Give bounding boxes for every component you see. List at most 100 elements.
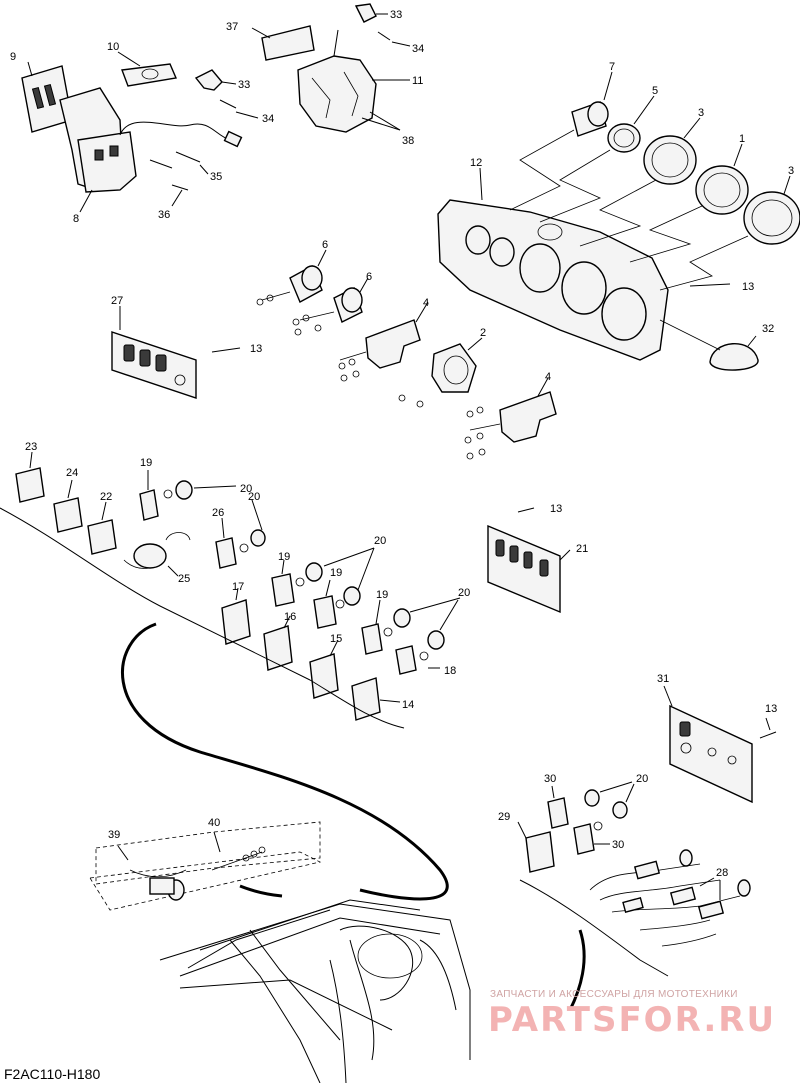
- gauge-3-lower: [743, 175, 800, 245]
- switch-29: [517, 821, 555, 873]
- gauge-3-upper: [643, 117, 701, 185]
- callout-38: 38: [402, 135, 414, 147]
- callout-37: 37: [226, 21, 238, 33]
- part-4-bracket-upper: [339, 301, 429, 369]
- part-21-switch-plate: [487, 507, 571, 614]
- callout-34: 34: [262, 113, 274, 125]
- part-31-switch-plate: [663, 685, 777, 804]
- wiring-cables: [120, 622, 586, 1011]
- callout-35: 35: [210, 171, 222, 183]
- callout-4: 4: [423, 297, 429, 309]
- section-dividers: [0, 507, 669, 977]
- callout-12: 12: [470, 157, 482, 169]
- switch-17: [221, 587, 251, 645]
- part-6-socket-upper: [261, 249, 327, 303]
- callout-16: 16: [284, 611, 296, 623]
- callout-33: 33: [238, 79, 250, 91]
- callout-22: 22: [100, 491, 112, 503]
- part-8-control-unit: [59, 87, 243, 213]
- switch-19-top: [139, 470, 237, 521]
- part-39-40-box: [89, 821, 322, 911]
- gauge-leader-lines: [509, 129, 749, 291]
- part-4-bracket-lower: [469, 377, 557, 443]
- part-25-buzzer: [123, 532, 191, 577]
- switch-26: [215, 499, 266, 569]
- part-37-bracket: [251, 25, 315, 61]
- switch-23: [15, 451, 45, 503]
- callout-29: 29: [498, 811, 510, 823]
- callout-3: 3: [698, 107, 704, 119]
- callout-39: 39: [108, 829, 120, 841]
- callout-23: 23: [25, 441, 37, 453]
- callout-32: 32: [762, 323, 774, 335]
- part-11-mount: [297, 29, 410, 133]
- switch-washers: [163, 489, 393, 637]
- gauge-5: [607, 95, 655, 153]
- callout-6: 6: [322, 239, 328, 251]
- callout-36: 36: [158, 209, 170, 221]
- callout-3: 3: [788, 165, 794, 177]
- callout-34: 34: [412, 43, 424, 55]
- screw-34: [219, 31, 411, 119]
- screws-35-36: [149, 151, 209, 207]
- callout-31: 31: [657, 673, 669, 685]
- gauge-1: [695, 143, 749, 215]
- part-12-instrument-panel: [437, 167, 669, 361]
- watermark-tagline: ЗАПЧАСТИ И АКСЕССУАРЫ ДЛЯ МОТОТЕХНИКИ: [490, 989, 738, 1000]
- callout-6: 6: [366, 271, 372, 283]
- switch-19-right: [361, 597, 461, 655]
- callout-30: 30: [612, 839, 624, 851]
- callout-26: 26: [212, 507, 224, 519]
- callout-20: 20: [240, 483, 252, 495]
- callout-2: 2: [480, 327, 486, 339]
- callout-40: 40: [208, 817, 220, 829]
- callout-numbers: 1 2 3 3 4 4 5 6 6 7 8 9 10 11 12 13 13 1…: [10, 9, 794, 879]
- callout-14: 14: [402, 699, 414, 711]
- part-27-switch-plate: [111, 306, 241, 399]
- callout-10: 10: [107, 41, 119, 53]
- part-6-socket-lower: [299, 277, 369, 323]
- callout-24: 24: [66, 467, 78, 479]
- callout-18: 18: [444, 665, 456, 677]
- callout-20: 20: [374, 535, 386, 547]
- part-32-cover: [709, 335, 759, 371]
- callout-13: 13: [765, 703, 777, 715]
- washers-nuts: [256, 294, 486, 460]
- part-28-harness: [589, 849, 751, 947]
- callout-15: 15: [330, 633, 342, 645]
- callout-4: 4: [545, 371, 551, 383]
- callout-13: 13: [742, 281, 754, 293]
- part-18-switch: [395, 645, 440, 675]
- switch-15: [309, 639, 339, 699]
- callout-13: 13: [550, 503, 562, 515]
- gauge-7: [571, 71, 613, 137]
- callout-33: 33: [390, 9, 402, 21]
- switch-14: [351, 677, 401, 721]
- switch-30-bottom: [573, 821, 610, 855]
- switch-19-mid-a: [271, 547, 375, 607]
- callout-11: 11: [412, 75, 423, 87]
- callout-9: 9: [10, 51, 16, 63]
- switch-24: [53, 479, 83, 533]
- callout-20: 20: [458, 587, 470, 599]
- switch-30-top: [547, 781, 635, 829]
- callout-19: 19: [278, 551, 290, 563]
- callout-19: 19: [330, 567, 342, 579]
- part-10-gasket: [117, 51, 177, 87]
- vehicle-outline: [159, 899, 471, 1083]
- callout-21: 21: [576, 543, 588, 555]
- diagram-code: F2AC110-H180: [4, 1066, 101, 1082]
- callout-1: 1: [739, 133, 745, 145]
- callout-20: 20: [636, 773, 648, 785]
- callout-20: 20: [248, 491, 260, 503]
- callout-19: 19: [140, 457, 152, 469]
- callout-27: 27: [111, 295, 123, 307]
- callout-19: 19: [376, 589, 388, 601]
- callout-13: 13: [250, 343, 262, 355]
- switch-22: [87, 501, 117, 555]
- switch-19-mid-b: [313, 547, 375, 629]
- switch-16: [263, 615, 293, 671]
- part-2-bezel: [431, 337, 483, 393]
- callout-25: 25: [178, 573, 190, 585]
